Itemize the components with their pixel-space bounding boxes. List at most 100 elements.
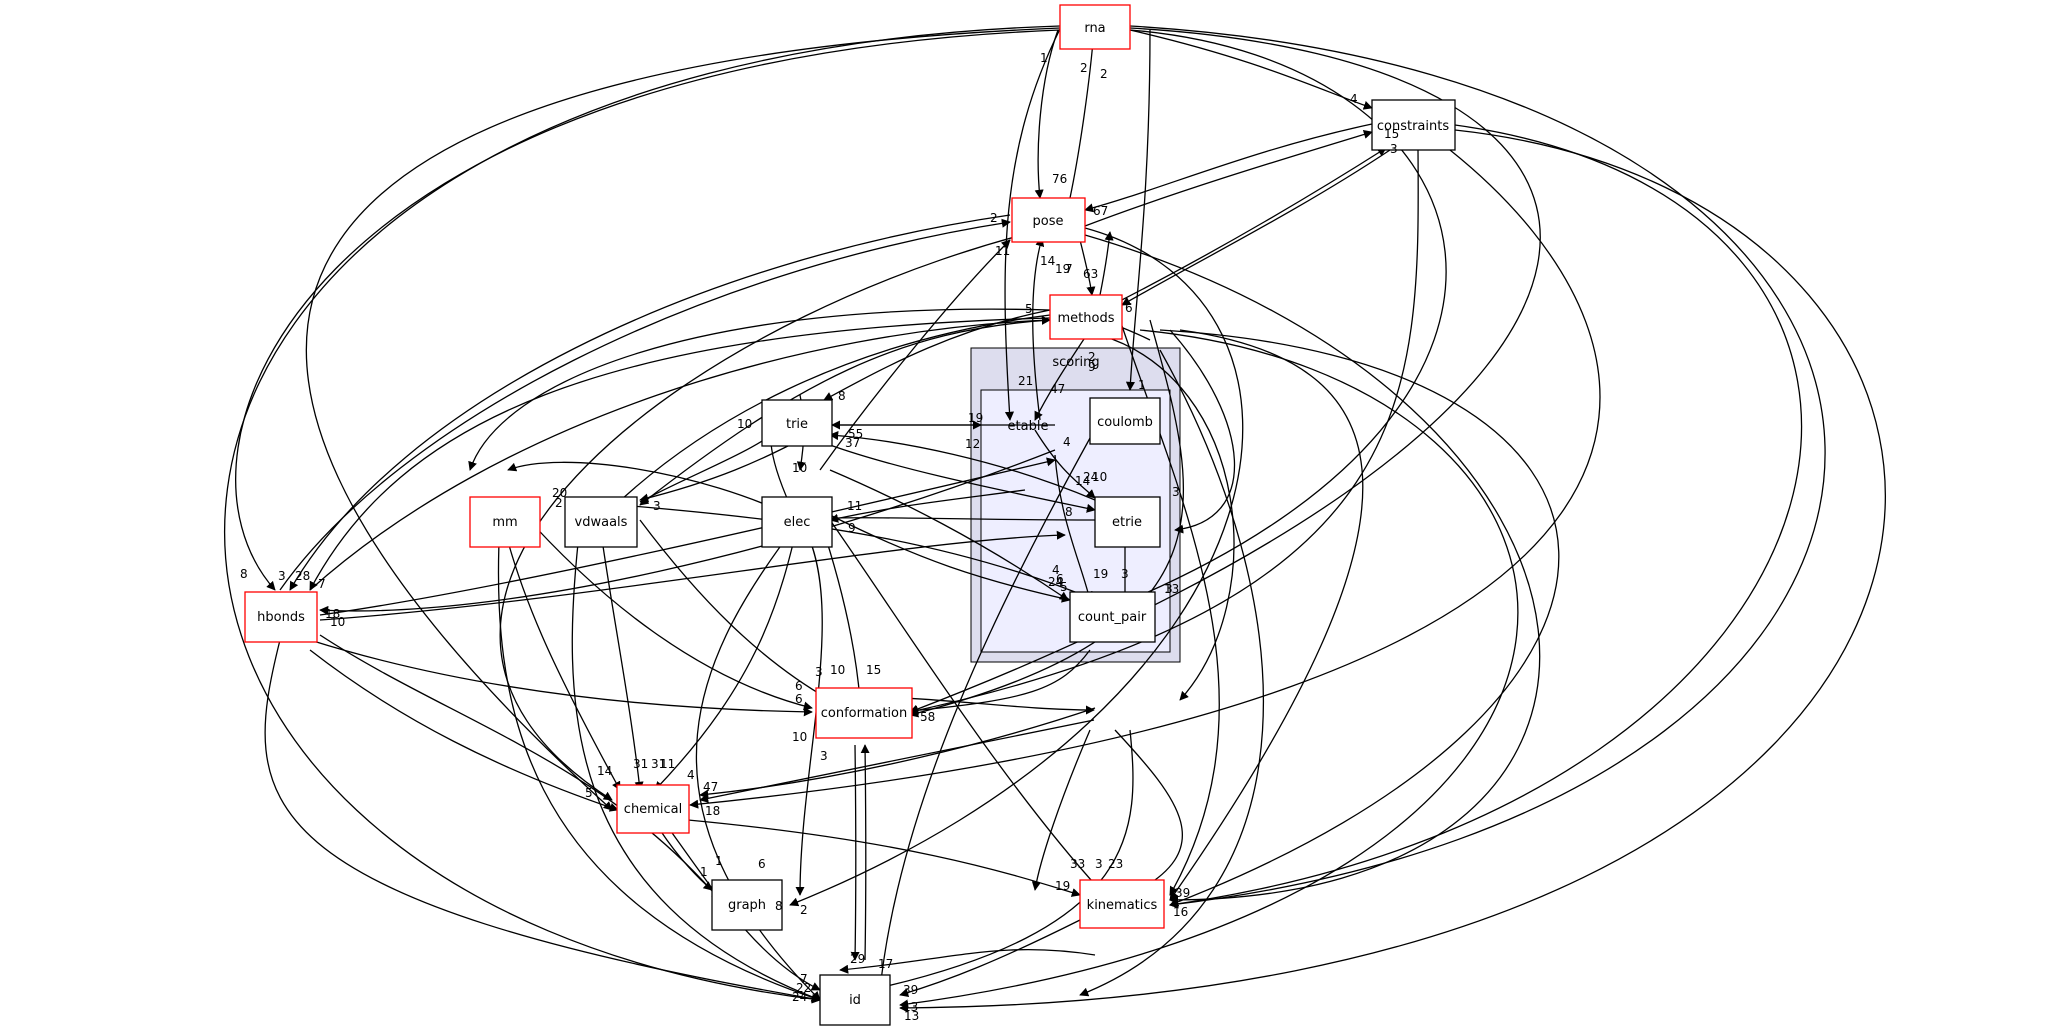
edge xyxy=(507,461,801,521)
edge xyxy=(1129,29,1447,601)
edge-label: 28 xyxy=(295,569,310,583)
edge-label: 19 xyxy=(1055,879,1070,893)
edge-label: 31 xyxy=(633,757,648,771)
edges xyxy=(224,25,1886,1013)
nodes: rna constraints pose methods trie etable… xyxy=(244,4,1456,1026)
edge-label: 15 xyxy=(866,663,881,677)
edge xyxy=(1032,237,1045,421)
edge-label: 10 xyxy=(792,461,807,475)
node-conformation[interactable] xyxy=(815,687,913,739)
edge-label: 3 xyxy=(653,499,661,513)
edge xyxy=(497,519,821,1002)
node-etrie[interactable] xyxy=(1094,496,1161,548)
node-id[interactable] xyxy=(819,974,891,1026)
edge-label: 3 xyxy=(1095,857,1103,871)
edge-label: 2 xyxy=(1080,61,1088,75)
node-kinematics-label: kinematics xyxy=(1087,898,1158,913)
edge-label: 3 xyxy=(820,749,828,763)
node-etable-label: etable xyxy=(1008,419,1049,434)
edge-label: 58 xyxy=(920,710,935,724)
edge xyxy=(1121,149,1391,306)
edge xyxy=(309,639,813,717)
edge-label: 47 xyxy=(1050,382,1065,396)
node-pose-label: pose xyxy=(1033,214,1064,229)
edge xyxy=(687,819,1081,897)
edge-label: 13 xyxy=(1164,582,1179,596)
node-coulomb[interactable] xyxy=(1089,397,1161,445)
node-chemical[interactable] xyxy=(616,784,690,834)
edge xyxy=(309,649,619,812)
edge-label: 21 xyxy=(1018,374,1033,388)
edge-label: 4 xyxy=(1350,92,1358,106)
node-vdwaals-label: vdwaals xyxy=(575,515,628,530)
node-coulomb-label: coulomb xyxy=(1097,415,1153,430)
node-hbonds[interactable] xyxy=(244,591,318,643)
node-trie[interactable] xyxy=(761,399,833,447)
edge-label: 19 xyxy=(968,411,983,425)
node-vdwaals[interactable] xyxy=(564,496,638,548)
edge xyxy=(829,444,1096,513)
edge-label: 2 xyxy=(1100,67,1108,81)
node-etrie-label: etrie xyxy=(1112,515,1142,530)
edge xyxy=(1159,329,1560,907)
node-kinematics[interactable] xyxy=(1079,879,1165,929)
edge xyxy=(1034,29,1059,199)
edge xyxy=(1054,454,1093,601)
edge xyxy=(823,309,1051,401)
edge xyxy=(571,524,821,1002)
edge xyxy=(319,530,1066,621)
node-hbonds-label: hbonds xyxy=(257,610,305,625)
edge xyxy=(1099,334,1235,701)
edge-label: 2 xyxy=(1088,350,1096,364)
edge xyxy=(899,919,1081,998)
edge-label: 3 xyxy=(1121,567,1129,581)
node-trie-label: trie xyxy=(786,417,808,432)
edge-label: 8 xyxy=(838,389,846,403)
edge-label: 8 xyxy=(240,567,248,581)
edge-label: 1 xyxy=(1138,378,1146,392)
node-rna[interactable] xyxy=(1059,4,1131,50)
edge xyxy=(264,639,821,1004)
edge xyxy=(689,149,1601,809)
edge-label: 8 xyxy=(1065,505,1073,519)
edge xyxy=(468,308,1051,471)
edge xyxy=(309,315,1051,591)
edge-labels: 1 2 2 76 67 4 15 3 2 11 14 19 7 63 5 21 … xyxy=(240,51,1399,1023)
edge-label: 63 xyxy=(1083,267,1098,281)
edge xyxy=(319,457,1056,616)
edge-label: 7 xyxy=(318,577,326,591)
edge xyxy=(654,514,801,791)
edge-label: 4 xyxy=(687,768,695,782)
edge-label: 3 xyxy=(1390,142,1398,156)
node-methods[interactable] xyxy=(1049,294,1123,340)
edge-label: 39 xyxy=(903,983,918,997)
edge xyxy=(860,744,870,961)
edge xyxy=(309,317,1051,591)
edge-label: 3 xyxy=(1172,485,1180,499)
edge xyxy=(619,504,1096,602)
node-mm-label: mm xyxy=(492,515,517,530)
node-graph[interactable] xyxy=(711,879,783,931)
node-chemical-label: chemical xyxy=(624,802,682,817)
edge-label: 29 xyxy=(850,952,865,966)
node-methods-label: methods xyxy=(1058,311,1115,326)
edge-label: 6 xyxy=(795,679,803,693)
edge xyxy=(319,449,1056,615)
edge-label: 11 xyxy=(847,499,862,513)
node-id-label: id xyxy=(849,993,861,1008)
node-constraints-label: constraints xyxy=(1377,119,1449,134)
edge xyxy=(1031,729,1091,891)
edge xyxy=(1084,130,1373,227)
edge-label: 5 xyxy=(1060,580,1068,594)
node-pose[interactable] xyxy=(1011,197,1086,243)
edge xyxy=(639,439,801,503)
edge-label: 6 xyxy=(758,857,766,871)
edge-label: 15 xyxy=(1384,127,1399,141)
node-count-pair[interactable] xyxy=(1069,591,1156,643)
node-mm[interactable] xyxy=(469,496,541,548)
node-conformation-label: conformation xyxy=(821,706,908,721)
node-graph-label: graph xyxy=(728,898,766,913)
node-elec[interactable] xyxy=(761,496,833,548)
node-constraints[interactable] xyxy=(1371,99,1456,151)
edge-label: 19 xyxy=(1093,567,1108,581)
